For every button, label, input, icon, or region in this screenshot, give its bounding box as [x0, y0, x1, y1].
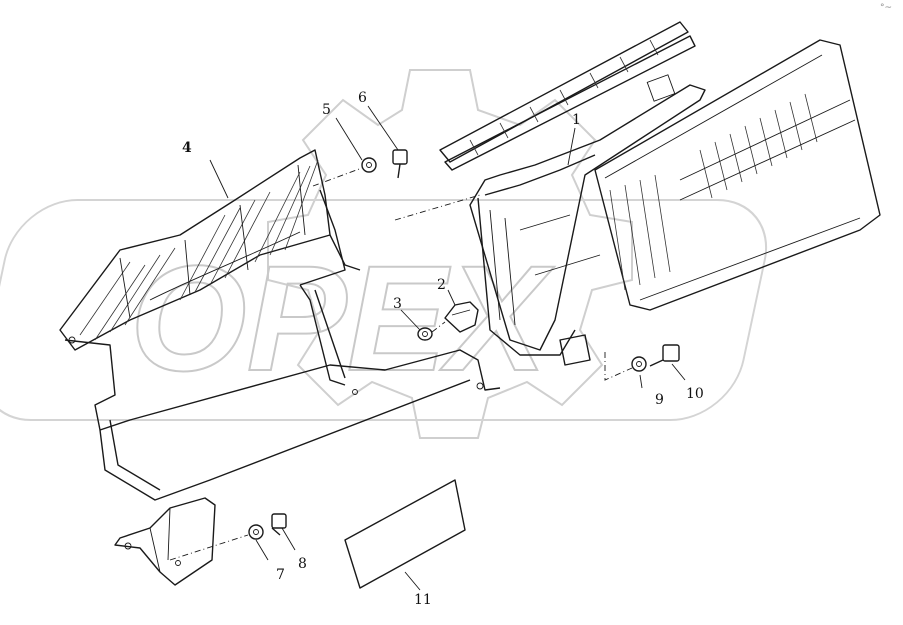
callout-5: 5: [322, 102, 331, 118]
top-cover-strip: [439, 21, 696, 171]
part-11-label-plate: [344, 479, 466, 589]
fastener-7-washer: [248, 524, 264, 540]
part-1-circuit-board: [594, 39, 881, 311]
fastener-3-nut: [417, 327, 433, 341]
fastener-9-washer: [631, 356, 647, 372]
watermark-gear-outline: [267, 69, 633, 439]
callout-7: 7: [276, 567, 285, 583]
fastener-5-washer: [361, 157, 377, 173]
callout-8: 8: [298, 556, 307, 572]
callout-leaders: [209, 105, 686, 591]
fastener-10-screw: [649, 344, 680, 367]
callout-11: 11: [414, 592, 432, 608]
main-frame: [64, 189, 501, 501]
callout-3: 3: [393, 296, 402, 312]
fastener-6-screw: [392, 149, 408, 179]
watermark-banner: [0, 199, 768, 421]
part-4-shroud: [59, 149, 331, 351]
callout-1: 1: [572, 112, 581, 128]
corner-mark: °~: [880, 3, 892, 13]
fastener-8-screw: [271, 513, 287, 536]
callout-6: 6: [358, 90, 367, 106]
callout-labels: 1 2 3 4 5 6 7 8 9 10 11: [182, 90, 704, 608]
lower-bracket: [114, 497, 216, 586]
callout-10: 10: [686, 386, 704, 402]
part-1-instrument-housing: [469, 74, 706, 366]
assembly-lines: [169, 167, 633, 561]
callout-4: 4: [182, 140, 192, 156]
callout-9: 9: [655, 392, 664, 408]
callout-2: 2: [437, 277, 446, 293]
